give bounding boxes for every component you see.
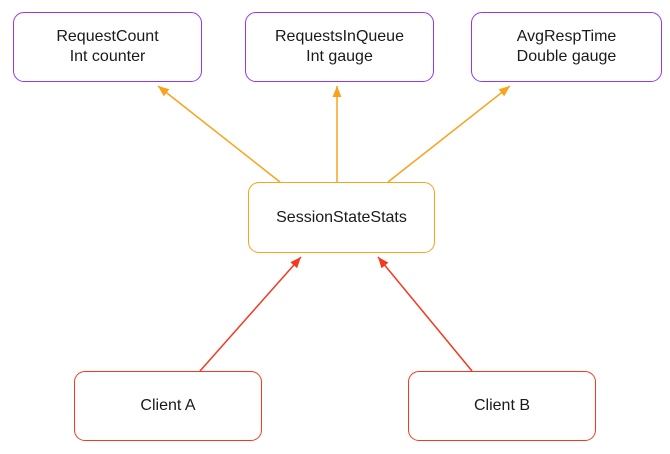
metric-name: RequestCount <box>56 28 159 45</box>
metric-type: Int gauge <box>306 48 373 65</box>
node-client-a: Client A <box>74 371 262 441</box>
node-request-count: RequestCount Int counter <box>13 12 202 82</box>
arrow-stats-to-avgresptime <box>387 85 511 183</box>
metric-type: Int counter <box>69 48 146 65</box>
metric-name: RequestsInQueue <box>275 28 404 45</box>
arrow-clienta-to-stats <box>199 256 302 372</box>
arrow-clientb-to-stats <box>377 256 473 372</box>
node-session-state-stats: SessionStateStats <box>248 182 435 253</box>
node-requests-in-queue: RequestsInQueue Int gauge <box>245 12 434 82</box>
client-label: Client B <box>473 397 531 414</box>
collector-label: SessionStateStats <box>276 208 407 226</box>
node-avg-resp-time: AvgRespTime Double gauge <box>471 12 662 82</box>
metric-name: AvgRespTime <box>516 28 617 45</box>
node-client-b: Client B <box>408 371 596 441</box>
client-label: Client A <box>140 397 196 414</box>
metric-type: Double gauge <box>516 48 617 65</box>
arrow-stats-to-requestcount <box>157 85 281 183</box>
